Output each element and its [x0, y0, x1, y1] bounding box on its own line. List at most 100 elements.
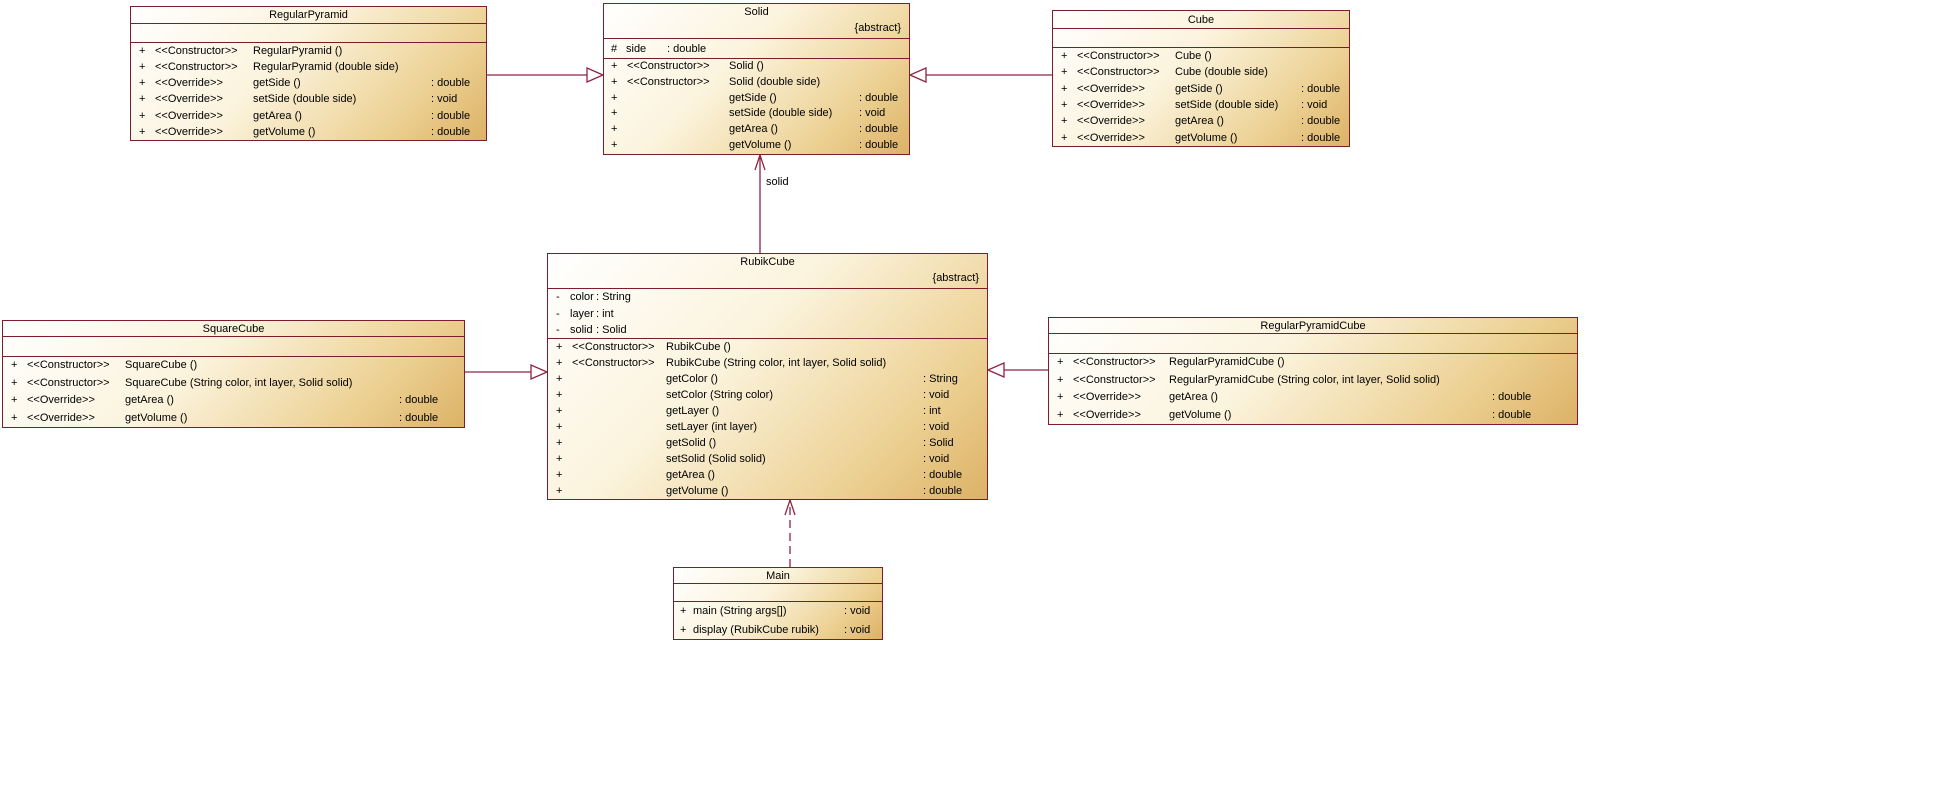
method-stereotype: <<Constructor>>	[27, 376, 110, 389]
attribute-row: -layer: int	[548, 306, 987, 323]
method-row: + display (RubikCube rubik) : void	[674, 621, 882, 640]
method-return-type: : double	[1492, 391, 1532, 403]
method-return-type: : double	[399, 394, 439, 406]
method-return-type: : double	[1301, 82, 1341, 95]
method-visibility: +	[1061, 115, 1068, 128]
method-visibility: +	[556, 405, 563, 417]
method-signature: getVolume ()	[125, 411, 188, 424]
edge-squarecube-extends-rubikcube[interactable]	[465, 364, 549, 380]
method-row: +<<Constructor>>Cube (double side)	[1053, 64, 1349, 80]
method-row: +<<Override>>getArea (): double	[3, 392, 464, 410]
method-row: +<<Override>>setSide (double side): void	[1053, 97, 1349, 113]
method-row: +<<Constructor>>RegularPyramid ()	[131, 43, 486, 59]
method-visibility: +	[11, 394, 18, 406]
method-visibility: +	[556, 421, 563, 433]
method-visibility: +	[139, 125, 146, 138]
method-visibility: +	[139, 45, 146, 57]
method-stereotype: <<Override>>	[155, 93, 223, 106]
class-regular-pyramid-cube[interactable]: RegularPyramidCube + <<Constructor>> Regula…	[1048, 317, 1578, 425]
class-regular-pyramid[interactable]: RegularPyramid +<<Constructor>>RegularPyr…	[130, 6, 487, 141]
method-signature: getSide ()	[1175, 82, 1223, 95]
method-row: +<<Override>>setSide (double side): void	[131, 91, 486, 107]
method-visibility: +	[556, 453, 563, 465]
class-title: RegularPyramid	[131, 7, 486, 24]
edge-regularpyramid-extends-solid[interactable]	[487, 67, 605, 83]
method-signature: RegularPyramid (double side)	[253, 61, 399, 74]
abstract-keyword: {abstract}	[854, 22, 901, 34]
edge-regularpyramidcube-extends-rubikcube[interactable]	[986, 362, 1048, 378]
method-visibility: +	[556, 389, 563, 401]
method-stereotype: <<Constructor>>	[1077, 66, 1160, 79]
method-return-type: : void	[923, 421, 950, 433]
method-signature: RegularPyramidCube (String color, int la…	[1169, 373, 1440, 386]
method-signature: display (RubikCube rubik)	[693, 623, 819, 636]
class-name: RegularPyramid	[269, 9, 348, 21]
method-return-type: : void	[1301, 98, 1328, 111]
method-row: +getArea (): double	[604, 122, 909, 138]
method-visibility: +	[1057, 408, 1064, 421]
attribute-visibility: -	[556, 307, 560, 320]
methods-compartment: +<<Constructor>>RegularPyramidCube ()+<<…	[1049, 354, 1577, 424]
method-row: +setSolid (Solid solid): void	[548, 451, 987, 467]
method-signature: getSide ()	[729, 91, 777, 104]
class-main[interactable]: Main+main (String args[]): void+display …	[673, 567, 883, 640]
method-stereotype: <<Override>>	[155, 109, 223, 122]
method-return-type: : void	[431, 93, 458, 106]
method-return-type: : void	[923, 389, 950, 401]
attribute-row: -color: String	[548, 289, 987, 306]
method-return-type: : double	[1492, 408, 1532, 421]
method-visibility: +	[1061, 66, 1068, 79]
method-stereotype: <<Constructor>>	[627, 60, 710, 72]
attributes-compartment: -color: String-layer: int-solid: Solid	[548, 289, 987, 339]
method-signature: getArea ()	[1169, 391, 1218, 403]
class-rubik-cube[interactable]: RubikCube{abstract}-color: String-layer:…	[547, 253, 988, 500]
method-visibility: +	[556, 341, 563, 353]
edge-rubikcube-solid-association[interactable]	[754, 154, 766, 253]
method-row: +setSide (double side): void	[604, 106, 909, 122]
method-signature: RegularPyramidCube ()	[1169, 356, 1285, 368]
class-title: RegularPyramidCube	[1049, 318, 1577, 334]
methods-compartment: +<<Constructor>>RubikCube ()+<<Construct…	[548, 339, 987, 499]
edge-label-solid-role: solid	[766, 176, 789, 188]
method-row: +getArea (): double	[548, 467, 987, 483]
method-return-type: : void	[844, 623, 871, 636]
edge-main-depends-rubikcube[interactable]	[784, 499, 796, 567]
method-signature: getSolid ()	[666, 437, 717, 449]
abstract-keyword: {abstract}	[932, 272, 979, 284]
method-signature: RubikCube (String color, int layer, Soli…	[666, 357, 887, 369]
class-title: Solid{abstract}	[604, 4, 909, 39]
method-return-type: : double	[859, 139, 899, 152]
class-solid[interactable]: Solid{abstract}#side: double+<<Construct…	[603, 3, 910, 155]
method-row: +<<Constructor>>SquareCube (String color…	[3, 375, 464, 393]
method-visibility: +	[611, 107, 618, 120]
method-signature: getVolume ()	[729, 139, 792, 152]
method-return-type: : double	[431, 77, 471, 90]
method-stereotype: <<Constructor>>	[572, 341, 655, 353]
method-visibility: +	[1061, 98, 1068, 111]
attributes-compartment	[3, 337, 464, 357]
method-row: +<<Override>>getVolume (): double	[1053, 130, 1349, 146]
method-signature: getVolume ()	[666, 485, 729, 497]
method-signature: Solid (double side)	[729, 75, 821, 88]
method-signature: Solid ()	[729, 60, 764, 72]
method-return-type: : double	[923, 469, 963, 481]
method-row: +<<Constructor>>RubikCube (String color,…	[548, 355, 987, 371]
method-visibility: +	[139, 93, 146, 106]
method-signature: setSide (double side)	[1175, 98, 1279, 111]
class-square-cube[interactable]: SquareCube+<<Constructor>>SquareCube ()+…	[2, 320, 465, 428]
method-visibility: +	[680, 623, 687, 636]
method-row: +setLayer (int layer): void	[548, 419, 987, 435]
method-row: +<<Constructor>>RegularPyramid (double s…	[131, 59, 486, 75]
method-stereotype: <<Constructor>>	[1073, 373, 1156, 386]
method-stereotype: <<Constructor>>	[27, 359, 110, 371]
method-row: +<<Constructor>>Solid ()	[604, 59, 909, 75]
edge-cube-extends-solid[interactable]	[908, 67, 1052, 83]
class-cube[interactable]: Cube+<<Constructor>>Cube ()+<<Constructo…	[1052, 10, 1350, 147]
method-row: +getVolume (): double	[604, 138, 909, 154]
method-stereotype: <<Override>>	[1077, 131, 1145, 144]
method-row: +<<Override>>getArea (): double	[1053, 113, 1349, 129]
method-return-type: : double	[923, 485, 963, 497]
method-row: +main (String args[]): void	[674, 602, 882, 621]
